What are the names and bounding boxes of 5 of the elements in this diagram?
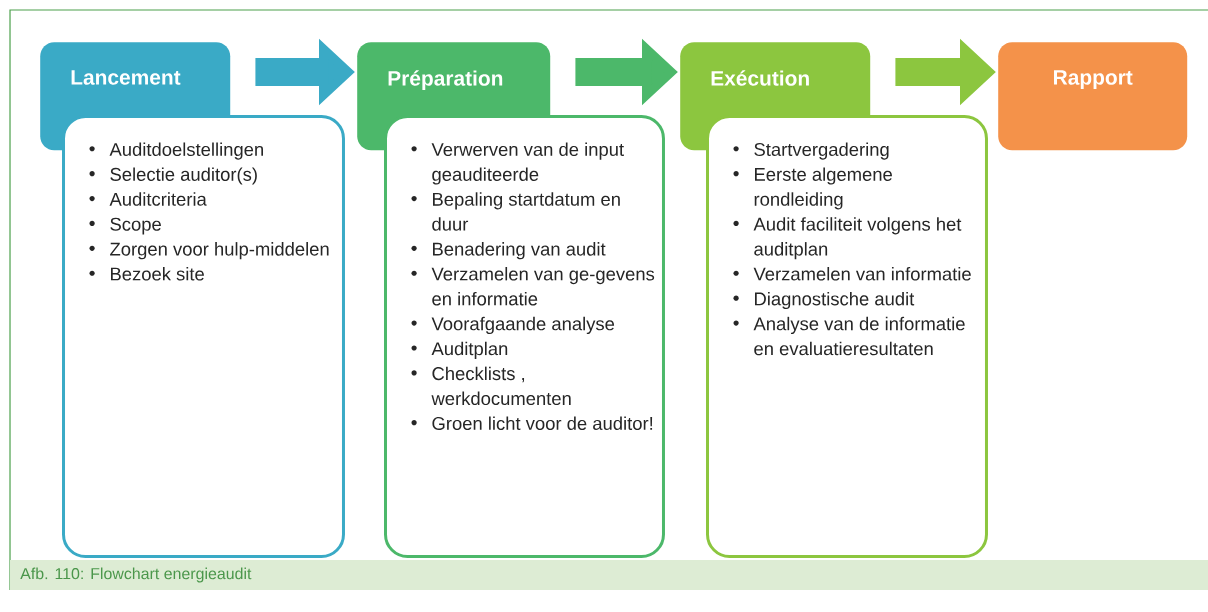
caption-band: Afb. 110: Flowchart energieaudit (10, 560, 1208, 590)
task-list-box: Verwerven van de input geauditeerde Bepaling startdatum en duur Benadering van audit Verzamelen van ge-gevens en informatie Voorafgaande analyse Auditplan Checklists , werkdocumenten Groen licht voor de auditor! (384, 115, 665, 558)
task-list-box: Auditdoelstellingen Selectie auditor(s) Auditcriteria Scope Zorgen voor hulp-middelen Bezoek site (62, 115, 345, 558)
stage-box: Rapport (998, 42, 1188, 151)
task-list-box: Startvergadering Eerste algemene rondleiding Audit faciliteit volgens het auditplan Verzamelen van informatie Diagnostische audit Analyse van de informatie en evaluatieresultaten (706, 115, 988, 558)
